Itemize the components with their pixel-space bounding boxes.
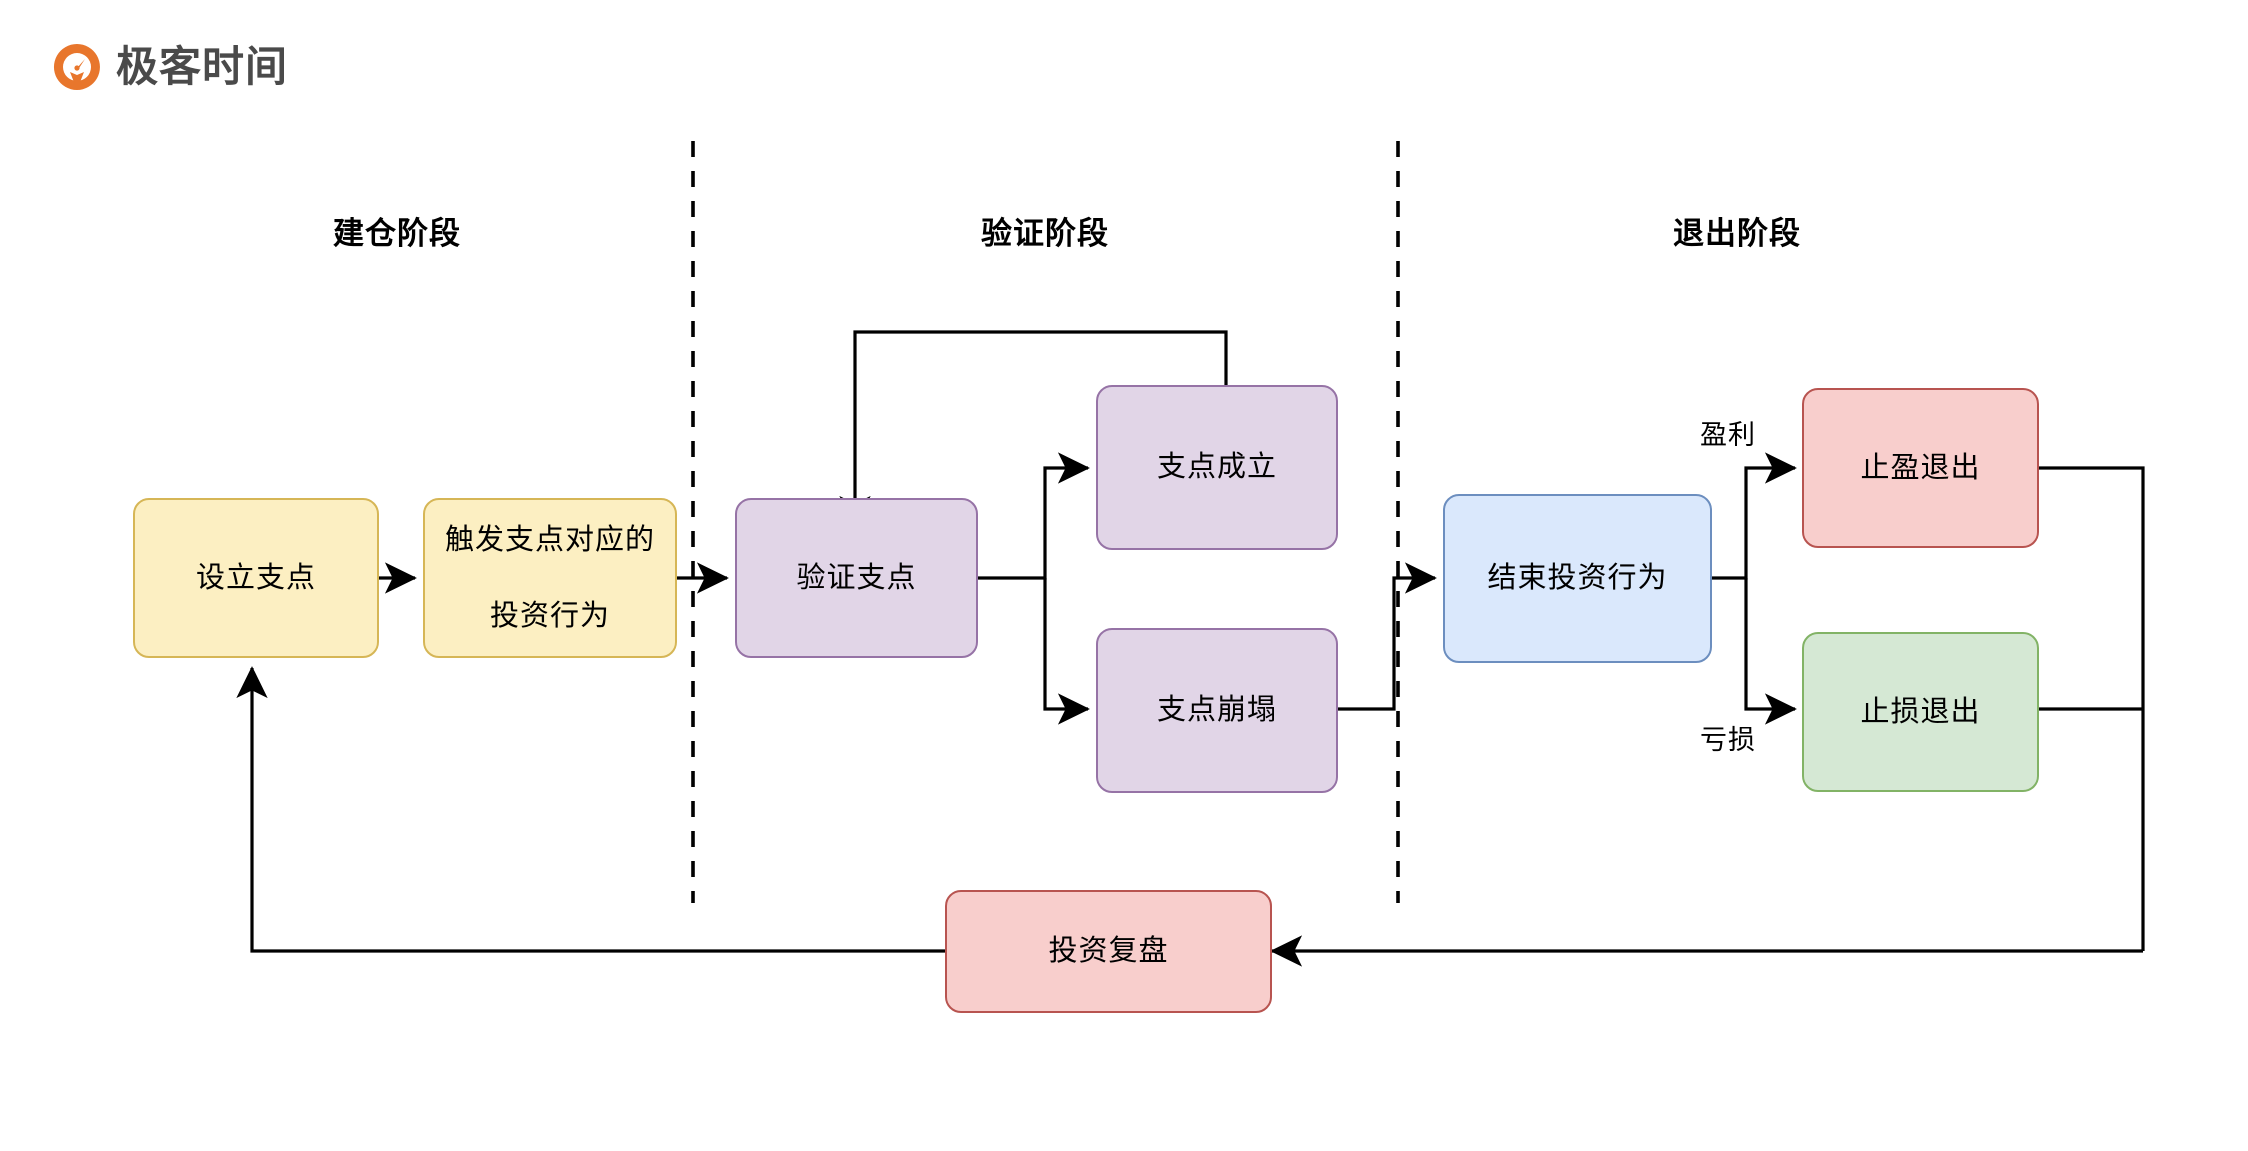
node-label-line1: 触发支点对应的 — [444, 523, 655, 556]
node-investment-review[interactable]: 投资复盘 — [945, 890, 1272, 1013]
node-label: 支点成立 — [1156, 451, 1277, 484]
node-trigger-action[interactable]: 触发支点对应的 投资行为 — [423, 498, 677, 658]
edge-label-profit: 盈利 — [1700, 420, 1756, 450]
node-end-investment[interactable]: 结束投资行为 — [1443, 494, 1712, 663]
node-set-fulcrum[interactable]: 设立支点 — [133, 498, 379, 658]
geekbang-circle-logo-icon — [52, 42, 102, 92]
phase-title-build: 建仓阶段 — [333, 216, 461, 251]
brand-name: 极客时间 — [116, 43, 289, 90]
edge-label-loss: 亏损 — [1700, 725, 1756, 755]
edge-collapse-to-end — [1338, 562, 1437, 711]
node-label: 止损退出 — [1860, 695, 1981, 728]
phase-title-exit: 退出阶段 — [1673, 216, 1801, 251]
edge-verify-to-collapse — [1043, 578, 1090, 725]
node-label: 触发支点对应的 投资行为 — [433, 521, 667, 636]
edge-end-to-takeprofit — [1712, 452, 1797, 580]
node-take-profit-exit[interactable]: 止盈退出 — [1802, 388, 2039, 548]
edge-takeprofit-to-rail — [2039, 466, 2145, 951]
node-label: 结束投资行为 — [1487, 562, 1668, 595]
node-label: 验证支点 — [796, 561, 917, 594]
node-stop-loss-exit[interactable]: 止损退出 — [1802, 632, 2039, 792]
brand-logo: 极客时间 — [52, 42, 288, 92]
node-verify-fulcrum[interactable]: 验证支点 — [735, 498, 978, 658]
edge-verify-to-holds — [978, 452, 1090, 580]
node-label: 止盈退出 — [1860, 451, 1981, 484]
node-label: 支点崩塌 — [1156, 694, 1277, 727]
node-label: 投资复盘 — [1048, 935, 1169, 968]
node-fulcrum-holds[interactable]: 支点成立 — [1096, 385, 1338, 550]
edge-end-to-stoploss — [1744, 578, 1797, 725]
node-fulcrum-collapse[interactable]: 支点崩塌 — [1096, 628, 1338, 793]
node-label-line2: 投资行为 — [489, 600, 610, 633]
edge-review-to-set — [236, 666, 946, 953]
node-label: 设立支点 — [195, 561, 316, 594]
phase-title-verify: 验证阶段 — [981, 216, 1109, 251]
